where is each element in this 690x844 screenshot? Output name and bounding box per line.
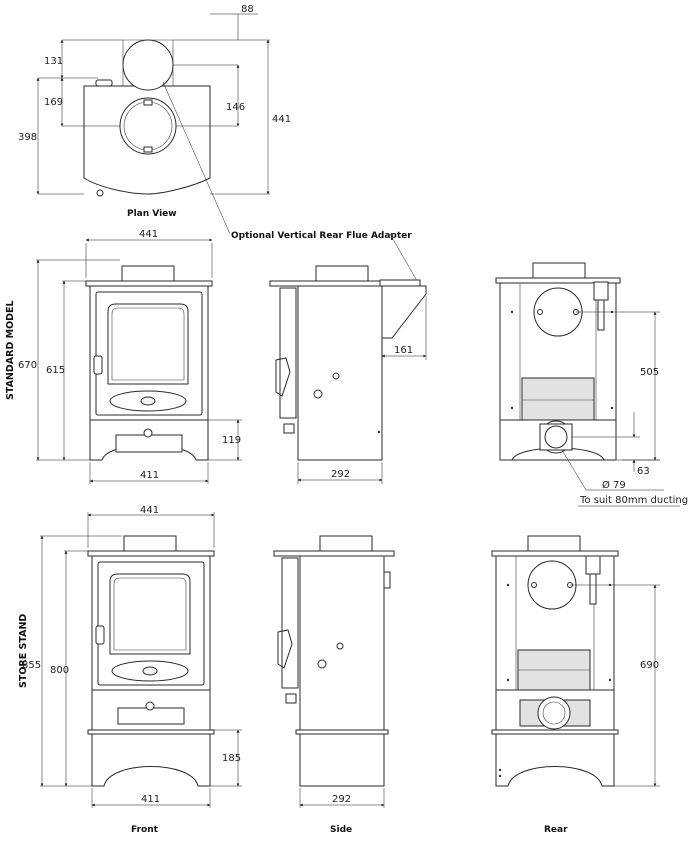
dim-plan-88: 88 xyxy=(241,4,254,15)
std-flue-adapter xyxy=(381,285,427,339)
plan-top-flue xyxy=(119,97,177,155)
dim-plan-398: 398 xyxy=(18,132,37,143)
stand-rear-store xyxy=(495,733,615,787)
std-side-body xyxy=(297,285,383,461)
rear-label: Rear xyxy=(544,825,568,835)
ducting-label: To suit 80mm ducting xyxy=(579,495,688,506)
stand-rear-air-inlet xyxy=(537,696,571,730)
plan-view-label: Plan View xyxy=(127,209,177,219)
standard-front-view: STANDARD MODEL 441 670 615 xyxy=(5,229,242,484)
stand-front-store xyxy=(91,733,211,787)
stand-side-store xyxy=(299,733,385,787)
dim-std-rear-dia: Ø 79 xyxy=(602,479,626,491)
dim-std-161: 161 xyxy=(394,345,413,356)
dim-stand-855: 855 xyxy=(22,660,41,671)
stand-front-view: STORE STAND 441 855 800 185 xyxy=(18,505,242,835)
plan-rear-flue xyxy=(122,39,174,91)
stand-side-body xyxy=(299,555,385,731)
dim-std-119: 119 xyxy=(222,435,241,446)
dim-stand-690: 690 xyxy=(640,660,659,671)
plan-body-outline xyxy=(83,85,211,195)
side-label: Side xyxy=(330,825,352,835)
dim-plan-146: 146 xyxy=(226,102,245,113)
standard-model-label: STANDARD MODEL xyxy=(5,300,16,400)
plan-handle xyxy=(95,79,113,87)
front-label: Front xyxy=(131,825,159,835)
stand-rear-view: 690 Rear xyxy=(491,535,660,835)
dim-stand-411: 411 xyxy=(141,794,160,805)
dim-std-615: 615 xyxy=(46,365,65,376)
dim-stand-292: 292 xyxy=(332,794,351,805)
dim-std-63: 63 xyxy=(637,466,650,477)
dim-std-670: 670 xyxy=(18,360,37,371)
dim-plan-441: 441 xyxy=(272,114,291,125)
dim-std-292: 292 xyxy=(331,469,350,480)
dim-stand-185: 185 xyxy=(222,753,241,764)
standard-side-view: 161 292 xyxy=(269,265,427,484)
dim-plan-131: 131 xyxy=(44,56,63,67)
dim-stand-800: 800 xyxy=(50,665,69,676)
dim-std-505: 505 xyxy=(640,367,659,378)
plan-view: 131 169 398 146 88 441 Plan View xyxy=(18,4,291,235)
standard-rear-view: 505 63 Ø 79 To suit 80mm ducting xyxy=(495,262,688,507)
stand-side-view: 292 Side xyxy=(273,535,395,835)
dim-std-411: 411 xyxy=(140,470,159,481)
dim-std-441: 441 xyxy=(139,229,158,240)
store-stand-label: STORE STAND xyxy=(18,614,29,688)
dim-stand-441: 441 xyxy=(140,505,159,516)
dim-plan-169: 169 xyxy=(44,97,63,108)
flue-adapter-label: Optional Vertical Rear Flue Adapter xyxy=(231,231,412,241)
